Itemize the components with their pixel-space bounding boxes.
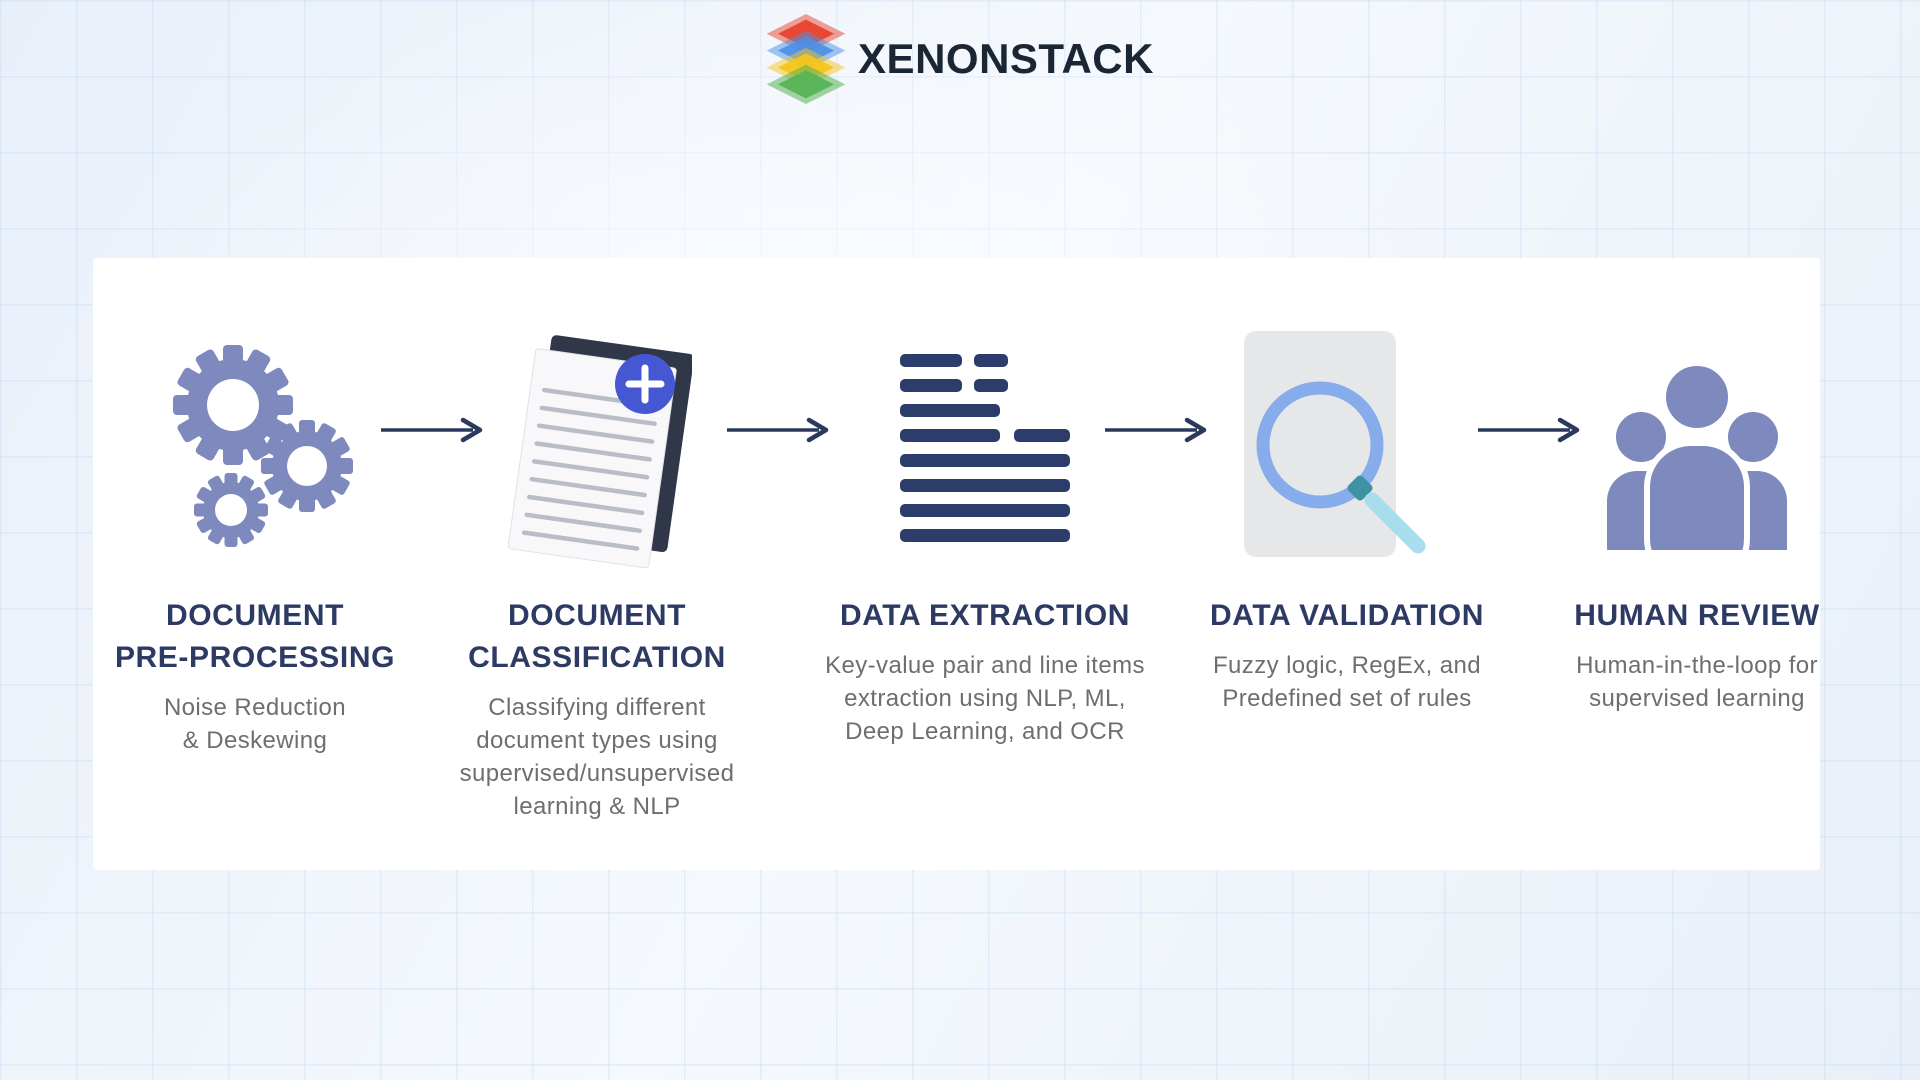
step-subtitle: Noise Reduction & Deskewing xyxy=(163,694,347,754)
step-document-classification: DOCUMENT CLASSIFICATION Classifying diff… xyxy=(447,330,747,823)
step-title-line1: DOCUMENT xyxy=(165,599,345,632)
arrow-icon xyxy=(1103,417,1213,443)
pipeline-card: DOCUMENT PRE-PROCESSING Noise Reduction … xyxy=(93,258,1820,870)
step-human-review: HUMAN REVIEW Human-in-the-loop for super… xyxy=(1552,330,1842,715)
step-data-validation: DATA VALIDATION Fuzzy logic, RegEx, and … xyxy=(1182,330,1512,715)
step-title-line1: DATA EXTRACTION xyxy=(839,599,1131,632)
step-subtitle: Key-value pair and line items extraction… xyxy=(825,652,1145,745)
text-lines-icon xyxy=(815,330,1155,565)
step-title-line1: DOCUMENT xyxy=(507,599,687,632)
layer-stack-icon xyxy=(766,14,846,104)
magnifier-document-icon xyxy=(1182,330,1512,565)
step-title: DATA VALIDATION xyxy=(1182,595,1512,637)
arrow-icon xyxy=(379,417,489,443)
step-subtitle: Classifying different document types usi… xyxy=(459,694,735,820)
logo-text: XENONSTACK xyxy=(858,35,1154,82)
step-title-line1: HUMAN REVIEW xyxy=(1574,599,1820,632)
step-title-line1: DATA VALIDATION xyxy=(1210,599,1484,632)
arrow-icon xyxy=(725,417,835,443)
xenonstack-logo: XENONSTACK xyxy=(0,14,1920,104)
step-title: DOCUMENT PRE-PROCESSING xyxy=(105,595,405,679)
step-subtitle: Human-in-the-loop for supervised learnin… xyxy=(1576,652,1818,712)
step-subtitle: Fuzzy logic, RegEx, and Predefined set o… xyxy=(1213,652,1481,712)
step-title: HUMAN REVIEW xyxy=(1552,595,1842,637)
step-title: DATA EXTRACTION xyxy=(815,595,1155,637)
document-add-icon xyxy=(447,330,747,568)
step-title-line2: PRE-PROCESSING xyxy=(114,641,396,674)
gears-icon xyxy=(105,330,405,565)
people-group-icon xyxy=(1552,330,1842,565)
step-document-pre-processing: DOCUMENT PRE-PROCESSING Noise Reduction … xyxy=(105,330,405,757)
step-title-line2: CLASSIFICATION xyxy=(468,641,726,674)
step-title: DOCUMENT CLASSIFICATION xyxy=(447,595,747,679)
step-data-extraction: DATA EXTRACTION Key-value pair and line … xyxy=(815,330,1155,748)
arrow-icon xyxy=(1476,417,1586,443)
